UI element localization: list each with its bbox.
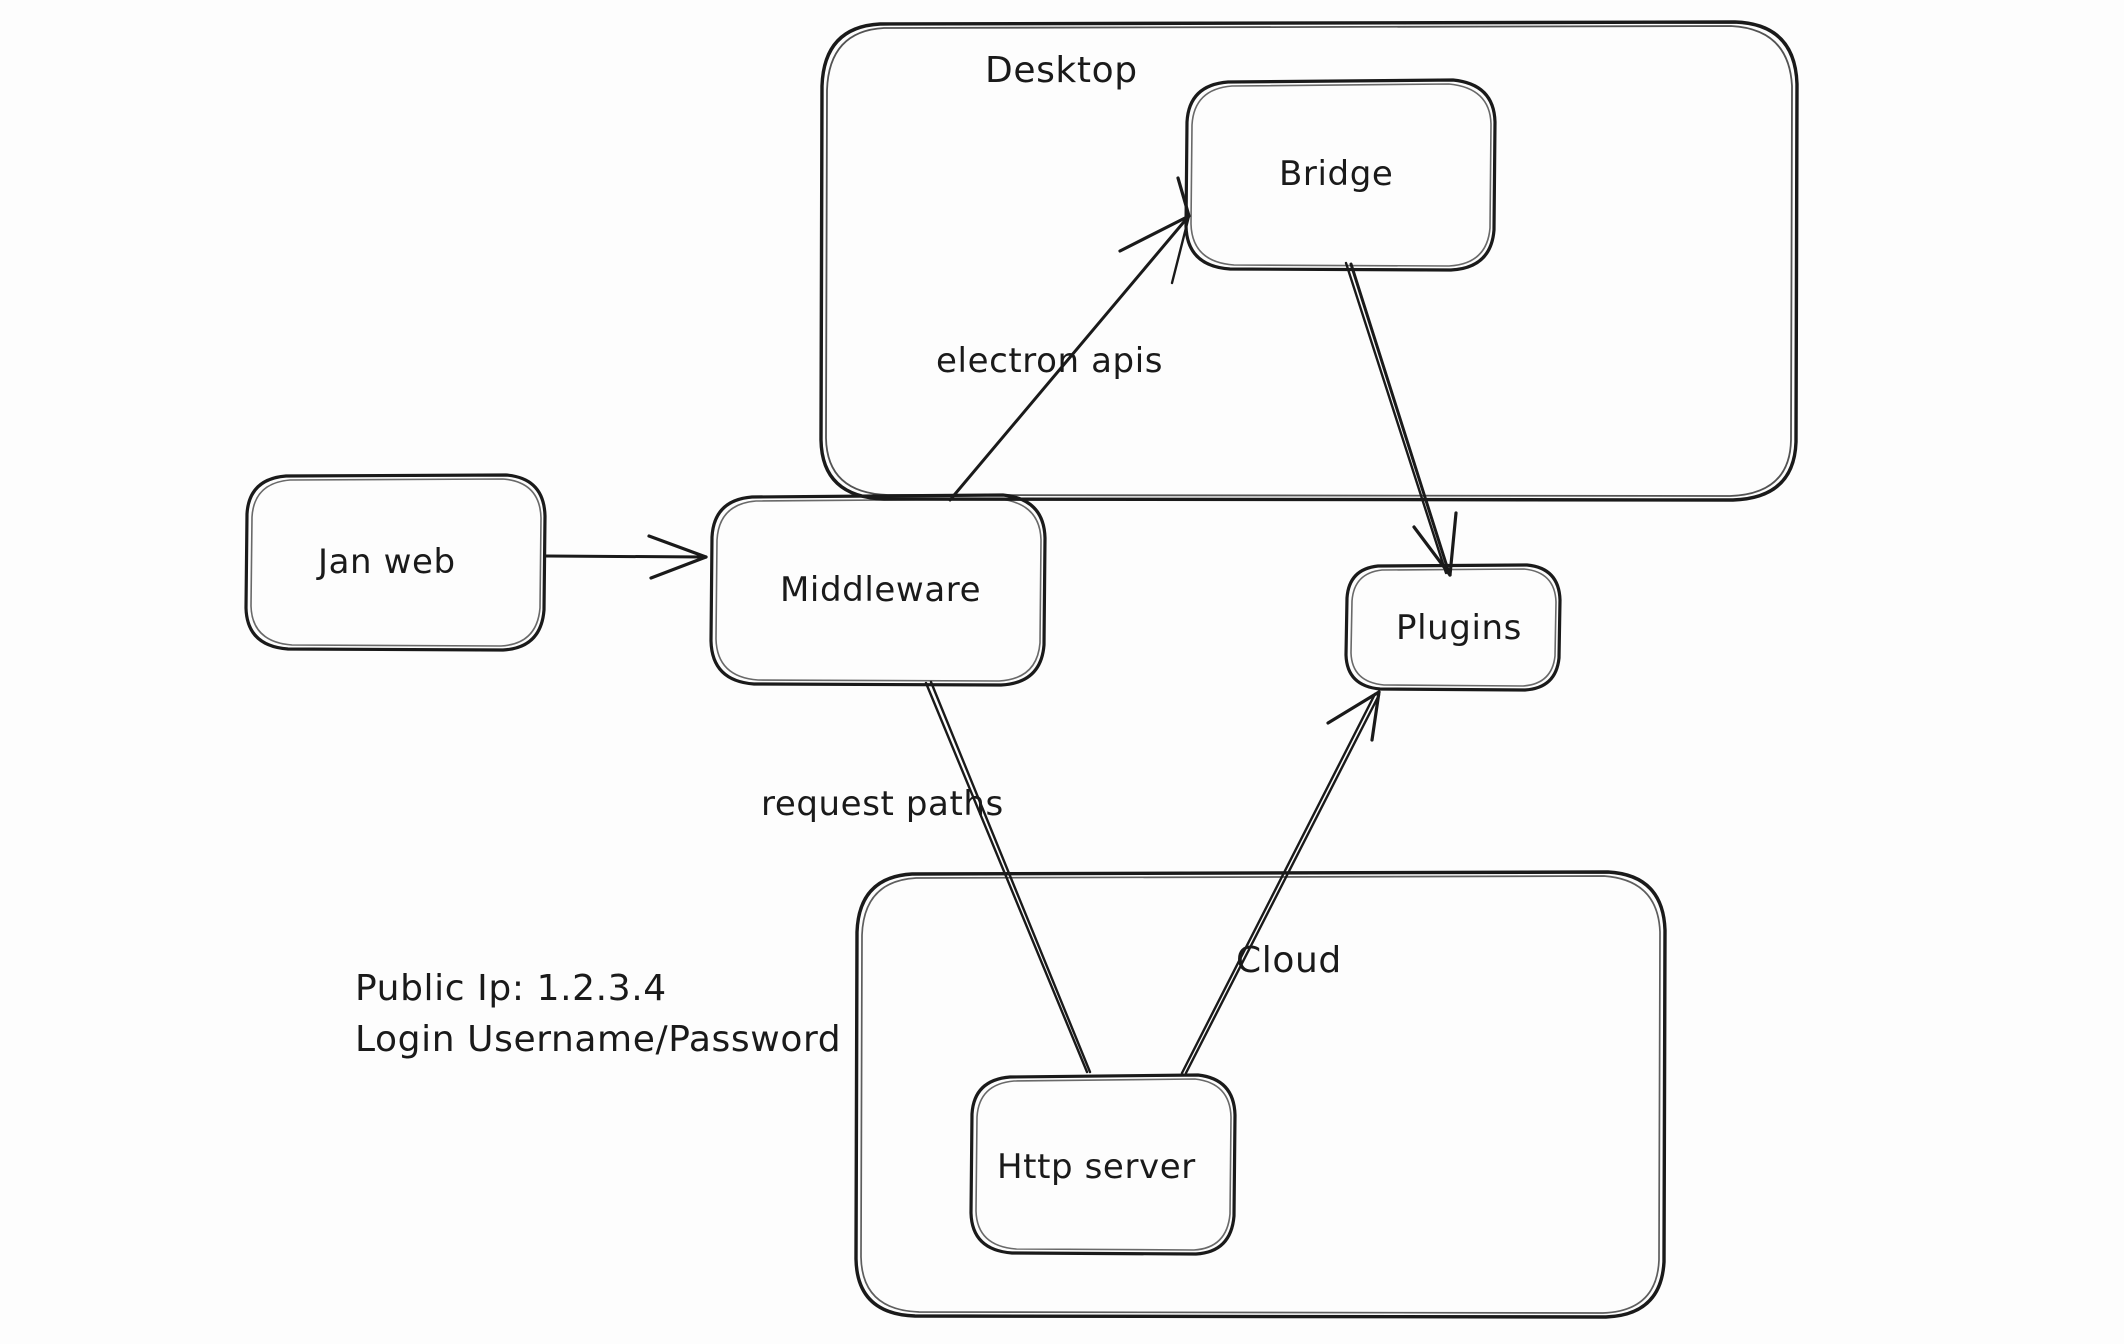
edge-label-request-paths: request paths (761, 784, 1004, 824)
edge-middleware-to-bridge (948, 176, 1191, 502)
edge-label-electron-apis: electron apis (936, 341, 1164, 381)
note-public-ip: Public Ip: 1.2.3.4 (355, 968, 667, 1009)
group-desktop (819, 20, 1799, 502)
node-label-bridge: Bridge (1279, 154, 1394, 194)
edge-http-server-to-plugins (1180, 690, 1381, 1075)
node-middleware[interactable] (709, 493, 1047, 687)
node-label-http-server: Http server (997, 1147, 1196, 1187)
node-label-jan-web: Jan web (318, 542, 456, 582)
edge-jan-web-to-middleware (544, 534, 708, 580)
node-jan-web[interactable] (244, 473, 547, 652)
edge-bridge-to-plugins (1344, 261, 1458, 577)
node-bridge[interactable] (1184, 78, 1497, 272)
group-label-desktop: Desktop (985, 50, 1138, 91)
notes-block: Public Ip: 1.2.3.4 Login Username/Passwo… (355, 963, 841, 1065)
edge-http-server-to-middleware (924, 680, 1092, 1074)
group-label-cloud: Cloud (1236, 940, 1342, 981)
note-login: Login Username/Password (355, 1019, 842, 1061)
node-label-plugins: Plugins (1396, 608, 1522, 648)
group-cloud (854, 870, 1667, 1319)
node-http-server[interactable] (969, 1073, 1237, 1256)
node-plugins[interactable] (1344, 563, 1562, 692)
node-label-middleware: Middleware (780, 570, 982, 610)
